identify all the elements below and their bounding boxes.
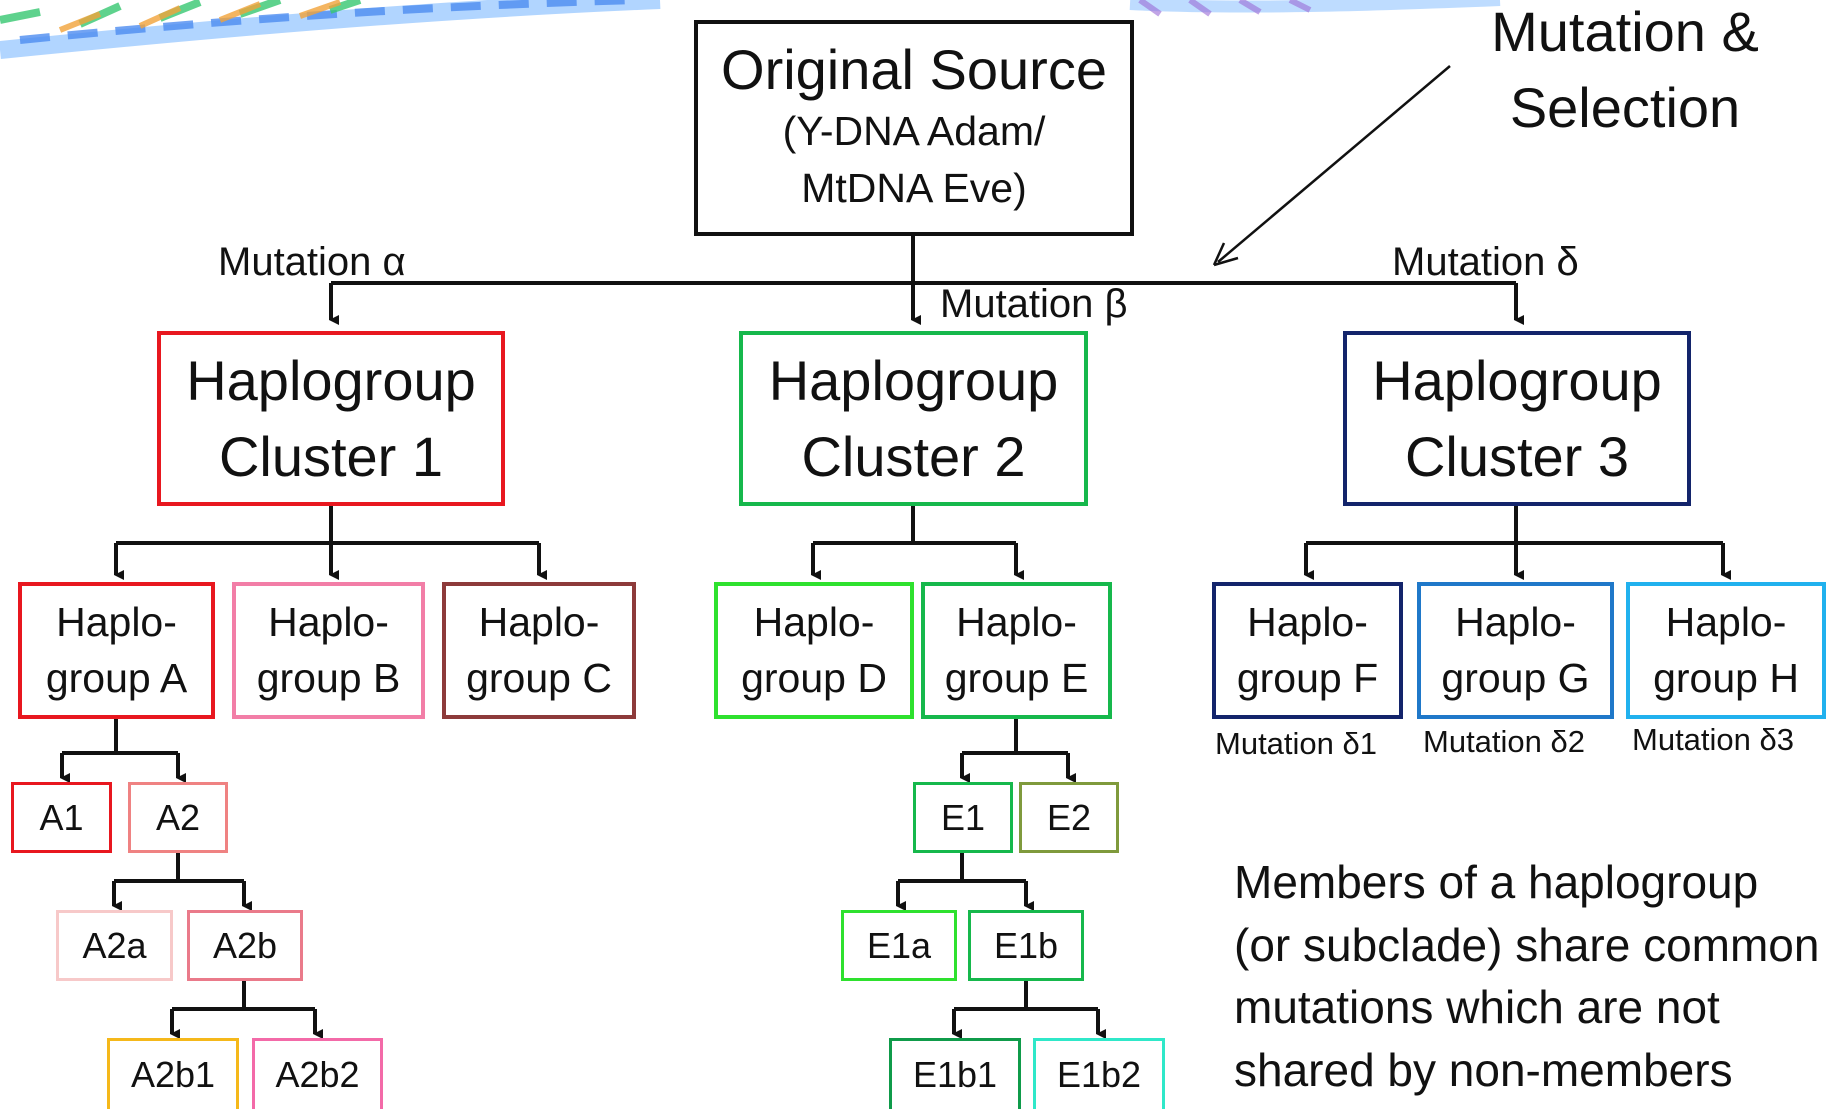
original-source-box: Original Source (Y-DNA Adam/ MtDNA Eve) — [694, 20, 1134, 236]
mutation-alpha-label: Mutation α — [218, 240, 406, 284]
subclade-e1a: E1a — [841, 910, 957, 981]
cluster-1-box: Haplogroup Cluster 1 — [157, 331, 505, 506]
haplogroup-e-line-2: group E — [944, 654, 1089, 701]
mutation-delta-label: Mutation δ — [1392, 240, 1579, 284]
root-subtitle-line-2: MtDNA Eve) — [801, 165, 1027, 212]
subclade-a2b1: A2b1 — [107, 1038, 239, 1109]
subclade-a2a: A2a — [56, 910, 173, 981]
haplogroup-d-box: Haplo- group D — [714, 582, 914, 719]
cluster-3-box: Haplogroup Cluster 3 — [1343, 331, 1691, 506]
cluster2-connectors — [811, 506, 1024, 580]
dna-banner-decoration — [0, 0, 1501, 59]
mutation-delta2-label: Mutation δ2 — [1423, 724, 1586, 759]
haplogroup-c-line-1: Haplo- — [478, 599, 600, 646]
haplogroup-c-line-2: group C — [466, 654, 612, 701]
subclade-e1b2: E1b2 — [1033, 1038, 1165, 1109]
haplogroup-a-line-1: Haplo- — [56, 599, 177, 646]
cluster-1-line-1: Haplogroup — [186, 348, 476, 412]
selection-arrow — [1217, 65, 1451, 263]
subclade-a2: A2 — [128, 782, 228, 853]
haplogroup-e-box: Haplo- group E — [921, 582, 1112, 719]
cluster-1-line-2: Cluster 1 — [218, 424, 444, 488]
subclade-a2b: A2b — [187, 910, 303, 981]
haplogroup-d-line-2: group D — [741, 654, 887, 701]
haplogroup-b-line-2: group B — [256, 654, 401, 701]
mutation-beta-label: Mutation β — [940, 282, 1128, 326]
cluster-2-line-2: Cluster 2 — [801, 424, 1026, 488]
subclade-e2: E2 — [1019, 782, 1119, 853]
haplogroup-h-box: Haplo- group H — [1626, 582, 1826, 719]
mutation-delta3-label: Mutation δ3 — [1632, 722, 1795, 757]
group-e-connectors — [896, 719, 1106, 1039]
haplogroup-a-box: Haplo- group A — [18, 582, 215, 719]
root-title: Original Source — [721, 38, 1107, 102]
haplogroup-g-line-1: Haplo- — [1455, 599, 1576, 646]
mutation-selection-label: Mutation & Selection — [1450, 0, 1800, 145]
haplogroup-c-box: Haplo- group C — [442, 582, 636, 719]
haplogroup-d-line-1: Haplo- — [753, 599, 875, 646]
note-line-1: Members of a haplogroup — [1234, 856, 1759, 908]
haplogroup-b-box: Haplo- group B — [232, 582, 425, 719]
group-a-connectors — [60, 719, 323, 1039]
subclade-e1b: E1b — [968, 910, 1084, 981]
subclade-a1: A1 — [11, 782, 112, 853]
cluster-3-line-1: Haplogroup — [1372, 348, 1662, 412]
mutation-selection-line-1: Mutation & — [1491, 0, 1759, 63]
cluster-3-line-2: Cluster 3 — [1404, 424, 1630, 488]
cluster-2-line-1: Haplogroup — [768, 348, 1059, 412]
note-line-2: (or subclade) share common — [1234, 918, 1820, 971]
subclade-e1: E1 — [913, 782, 1013, 853]
haplogroup-g-line-2: group G — [1441, 654, 1590, 701]
mutation-delta1-label: Mutation δ1 — [1215, 726, 1378, 761]
haplogroup-b-line-1: Haplo- — [268, 599, 389, 646]
level1-connectors — [329, 236, 1524, 325]
haplogroup-f-line-1: Haplo- — [1247, 599, 1368, 646]
explanation-note: Members of a haplogroup (or subclade) sh… — [1234, 851, 1819, 1101]
haplogroup-h-line-1: Haplo- — [1665, 599, 1787, 646]
haplogroup-f-line-2: group F — [1236, 654, 1379, 701]
cluster1-connectors — [114, 506, 547, 580]
haplogroup-g-box: Haplo- group G — [1417, 582, 1614, 719]
selection-arrow-head — [1212, 242, 1239, 267]
mutation-selection-line-2: Selection — [1509, 75, 1741, 139]
cluster3-connectors — [1304, 506, 1731, 580]
note-line-3: mutations which are not — [1234, 981, 1720, 1034]
haplogroup-e-line-1: Haplo- — [956, 599, 1077, 646]
haplogroup-h-line-2: group H — [1653, 654, 1799, 701]
haplogroup-f-box: Haplo- group F — [1212, 582, 1403, 719]
subclade-e1b1: E1b1 — [889, 1038, 1021, 1109]
root-subtitle-line-1: (Y-DNA Adam/ — [782, 107, 1046, 154]
cluster-2-box: Haplogroup Cluster 2 — [739, 331, 1088, 506]
haplogroup-a-line-2: group A — [45, 654, 188, 701]
note-line-4: shared by non-members — [1234, 1043, 1733, 1096]
subclade-a2b2: A2b2 — [252, 1038, 383, 1109]
